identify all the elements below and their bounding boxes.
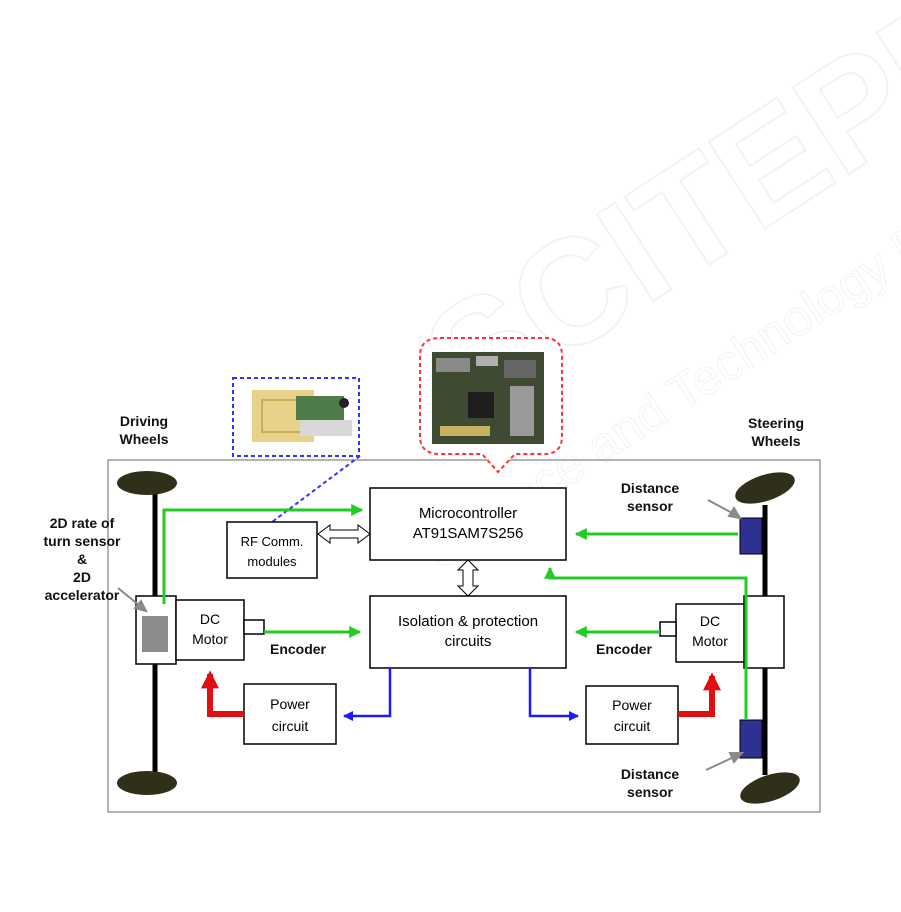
steering-wheels-label-2: Wheels — [751, 433, 800, 449]
right-steering-hub — [744, 596, 784, 668]
steering-wheels-label: Steering — [748, 415, 804, 431]
wheel-top-left — [117, 471, 177, 495]
encoder-right-label: Encoder — [596, 641, 653, 657]
encoder-left-shaft — [244, 620, 264, 634]
distance-sensor-bottom-label-2: sensor — [627, 784, 673, 800]
imu-label-line1: 2D rate of — [50, 515, 115, 531]
rf-comm-label-2: modules — [247, 554, 297, 569]
rf-comm-block — [227, 522, 317, 578]
dc-motor-left-label-2: Motor — [192, 631, 228, 647]
power-left-to-motor-line — [210, 674, 244, 714]
wheel-bottom-left — [117, 771, 177, 795]
imu-label-line5: accelerator — [45, 587, 120, 603]
microcontroller-block — [370, 488, 566, 560]
imu-sensor — [142, 616, 168, 652]
wheel-bottom-right — [737, 766, 804, 810]
microcontroller-model: AT91SAM7S256 — [413, 525, 524, 542]
distance-sensor-top — [740, 518, 762, 554]
isolation-to-power-right-line — [530, 668, 578, 716]
power-circuit-right — [586, 686, 678, 744]
isolation-label-2: circuits — [445, 633, 492, 650]
distance-top-pointer — [708, 500, 734, 514]
power-right-to-motor-line — [678, 676, 712, 714]
rf-mcu-link-arrow — [318, 525, 370, 543]
dc-motor-right-label: DC — [700, 613, 720, 629]
distance-top-pointer-head — [729, 508, 740, 518]
isolation-label: Isolation & protection — [398, 613, 538, 630]
control-lines — [344, 668, 578, 716]
power-right-label: Power — [612, 697, 652, 713]
dc-motor-left-label: DC — [200, 611, 220, 627]
distance-sensor-top-label: Distance — [621, 480, 680, 496]
encoder-right-shaft — [660, 622, 676, 636]
rf-comm-label: RF Comm. — [241, 534, 304, 549]
imu-label-line2: turn sensor — [43, 533, 121, 549]
rf-callout-leader — [272, 456, 360, 522]
distance-sensor-top-label-2: sensor — [627, 498, 673, 514]
dc-motor-left — [176, 600, 244, 660]
distance-sensor-bottom-label: Distance — [621, 766, 680, 782]
power-left-label-2: circuit — [272, 718, 309, 734]
imu-label-line3: & — [77, 551, 87, 567]
rf-module-photo — [252, 390, 352, 442]
isolation-block — [370, 596, 566, 668]
power-left-label: Power — [270, 696, 310, 712]
imu-label-line4: 2D — [73, 569, 91, 585]
power-right-label-2: circuit — [614, 718, 651, 734]
microcontroller-label: Microcontroller — [419, 505, 517, 522]
driving-wheels-label: Driving — [120, 413, 168, 429]
power-circuit-left — [244, 684, 336, 744]
isolation-to-power-left-line — [344, 668, 390, 716]
wheel-top-right — [732, 466, 799, 510]
mcu-board-photo — [432, 352, 544, 444]
dc-motor-right-label-2: Motor — [692, 633, 728, 649]
driving-wheels-label-2: Wheels — [119, 431, 168, 447]
encoder-left-label: Encoder — [270, 641, 327, 657]
